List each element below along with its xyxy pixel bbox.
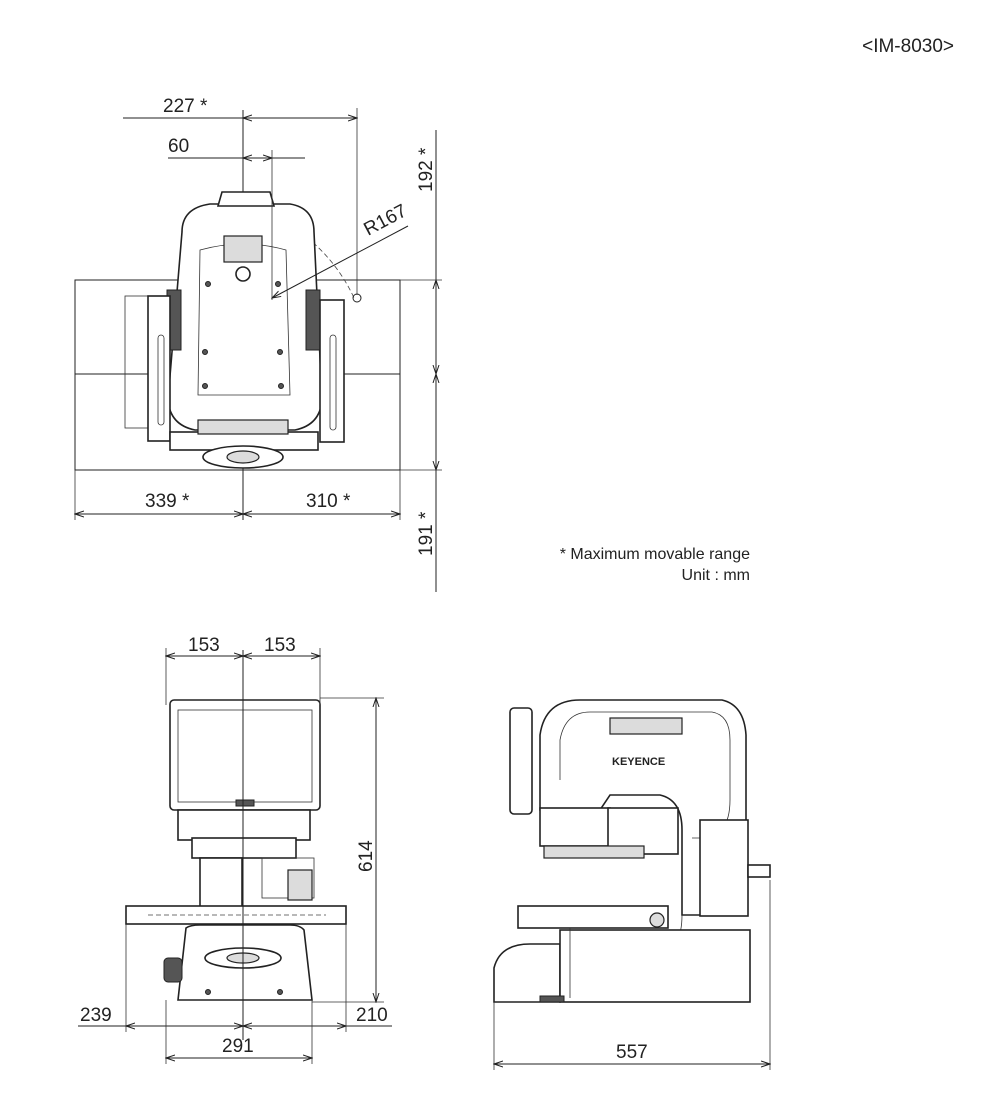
slot	[329, 334, 337, 431]
front-view: 153 153 614 239 210 291	[78, 635, 392, 1064]
side-vent	[609, 717, 683, 735]
screw	[275, 281, 281, 287]
monitor-logo-strip	[235, 799, 255, 807]
slot	[157, 334, 165, 426]
side-optics-block	[539, 807, 611, 847]
screw	[278, 383, 284, 389]
side-stage-knob	[649, 912, 665, 928]
stage-left-plate	[147, 295, 171, 442]
note-unit: Unit : mm	[681, 567, 750, 584]
dim-614-label: 614	[356, 840, 377, 872]
focus-knob	[163, 957, 183, 983]
stage-right-plate	[319, 299, 345, 443]
dim-291-label: 291	[222, 1036, 254, 1057]
screw	[277, 989, 283, 995]
dim-227-label: 227 *	[163, 96, 208, 117]
screw	[277, 349, 283, 355]
column-left	[199, 857, 243, 909]
model-label: <IM-8030>	[862, 36, 954, 57]
head-neck	[191, 837, 297, 859]
screw	[205, 281, 211, 287]
head-lower	[177, 809, 311, 841]
side-lens-holder	[543, 845, 645, 859]
lens-center	[226, 450, 260, 464]
vent-grille	[223, 235, 263, 263]
dim-191-label: 191 *	[416, 511, 437, 556]
stage-left-block	[124, 295, 151, 429]
xy-knob-block	[287, 869, 313, 901]
side-base-rear	[559, 929, 751, 1003]
top-knob	[235, 266, 251, 282]
side-base-front	[493, 943, 561, 1003]
radius-leader	[272, 225, 409, 298]
dim-310-label: 310 *	[306, 491, 351, 512]
notes-block: * Maximum movable range Unit : mm	[520, 544, 750, 586]
dim-192-label: 192 *	[416, 147, 437, 192]
stage-clamp	[197, 419, 289, 435]
side-column	[699, 819, 749, 917]
head-handle	[216, 191, 276, 207]
top-view: 227 * 60 R167 192 * 191 * 339 * 310 *	[75, 96, 442, 592]
note-max-range: * Maximum movable range	[559, 546, 750, 563]
side-foot	[539, 995, 565, 1003]
monitor-frame	[169, 699, 321, 811]
side-stage	[517, 905, 669, 929]
screw	[202, 383, 208, 389]
brand-logo: KEYENCE	[612, 756, 665, 768]
dim-153-right-label: 153	[264, 635, 296, 656]
screw	[205, 989, 211, 995]
dim-210-label: 210	[356, 1005, 388, 1026]
screw	[202, 349, 208, 355]
dim-339-label: 339 *	[145, 491, 190, 512]
side-view: KEYENCE 557	[493, 699, 771, 1070]
arc-pivot-marker	[352, 293, 362, 303]
dim-r167-label: R167	[360, 201, 410, 241]
side-adjust-knob	[747, 864, 771, 878]
right-rail	[305, 289, 321, 351]
side-monitor	[509, 707, 533, 815]
dim-60-label: 60	[168, 136, 189, 157]
dim-239-label: 239	[80, 1005, 112, 1026]
side-head-shell	[539, 699, 747, 916]
dim-557-label: 557	[616, 1042, 648, 1063]
dim-153-left-label: 153	[188, 635, 220, 656]
